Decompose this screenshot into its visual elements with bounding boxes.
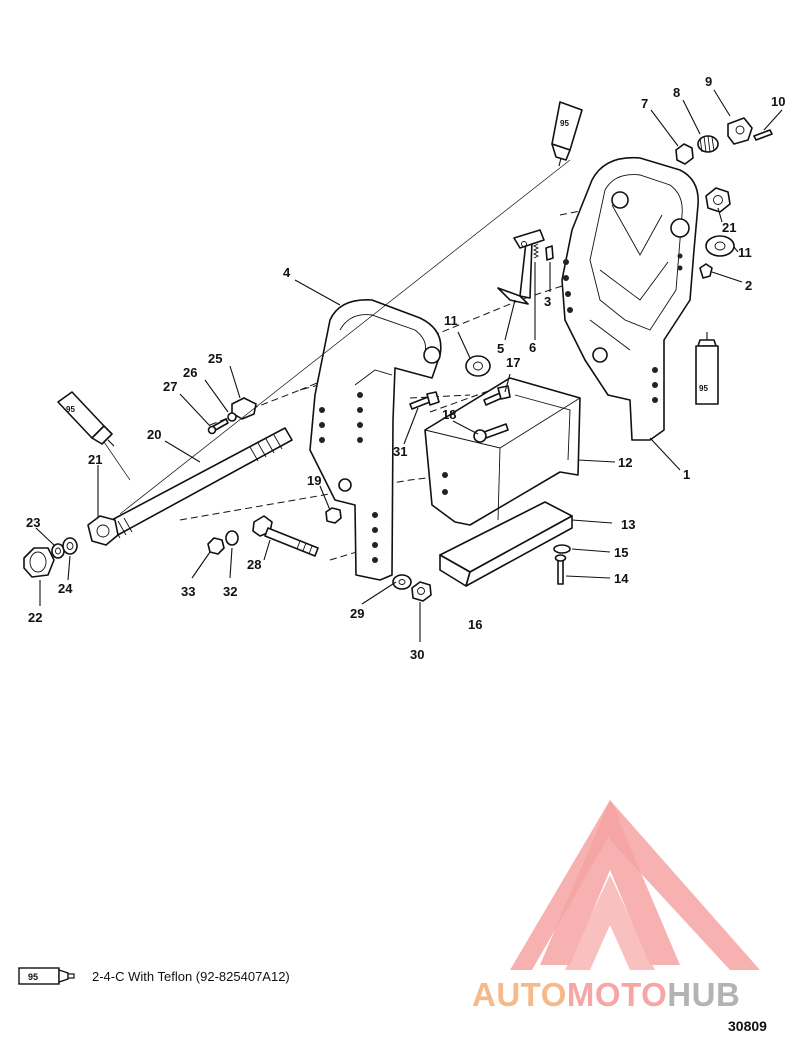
callout-2: 2 [745,278,752,293]
washer-23 [51,543,65,559]
watermark-auto: AUTO [472,976,567,1013]
tube-label: 95 [560,119,569,128]
nut-19 [325,507,342,524]
callout-1: 1 [683,467,690,482]
screw-14 [554,554,567,585]
washer-11-left [465,355,491,377]
callout-21-right: 21 [722,220,736,235]
callout-numbers: 1 2 3 4 5 6 7 8 9 10 11 11 12 13 14 15 1… [26,74,785,662]
callout-19: 19 [307,473,321,488]
grease-tube-right: 95 [695,332,719,405]
legend-text: 2-4-C With Teflon (92-825407A12) [92,968,290,984]
callout-29: 29 [350,606,364,621]
grease-tube-top: 95 [551,101,583,167]
figure-number: 30809 [728,1018,767,1034]
callout-21-left: 21 [88,452,102,467]
callout-16: 16 [468,617,482,632]
callout-10: 10 [771,94,785,109]
lever-5 [497,229,545,305]
screw-27 [207,418,229,435]
callout-31: 31 [393,444,407,459]
plate [439,501,573,587]
watermark-text: AUTOMOTOHUB [472,976,740,1014]
callout-30: 30 [410,647,424,662]
right-clamp-bracket [561,156,699,441]
callout-5: 5 [497,341,504,356]
spring-8 [697,135,719,153]
swivel-bracket-box [424,377,581,526]
callout-28: 28 [247,557,261,572]
callout-11-right: 11 [738,245,752,260]
spring-6 [532,243,540,259]
callout-26: 26 [183,365,197,380]
bushing-24 [62,537,78,555]
legend-tube-label: 95 [28,972,38,982]
tube-label: 95 [699,384,708,393]
legend: 95 2-4-C With Teflon (92-825407A12) [18,963,290,989]
callout-32: 32 [223,584,237,599]
washer-26 [227,412,237,422]
knob-9 [727,117,753,145]
bolt-31 [409,391,440,410]
bolt-28 [252,515,319,557]
callout-7: 7 [641,96,648,111]
callout-33: 33 [181,584,195,599]
pin-3 [545,245,554,261]
callout-20: 20 [147,427,161,442]
bolt-17 [483,385,511,406]
callout-23: 23 [26,515,40,530]
callout-9: 9 [705,74,712,89]
callout-14: 14 [614,571,629,586]
washer-15 [553,544,571,554]
callout-4: 4 [283,265,291,280]
callout-6: 6 [529,340,536,355]
callout-13: 13 [621,517,635,532]
callout-15: 15 [614,545,628,560]
pin-10 [753,129,773,141]
nut-33 [207,537,225,555]
callout-11-left: 11 [444,313,458,328]
watermark-moto: MOTO [566,976,668,1013]
callout-22: 22 [28,610,42,625]
nut-30 [411,581,432,602]
bushing-7 [675,143,694,165]
washer-11-right [705,235,735,257]
callout-27: 27 [163,379,177,394]
callout-17: 17 [506,355,520,370]
callout-12: 12 [618,455,632,470]
fitting-2 [699,263,713,279]
nut-21-right [705,187,731,213]
automotohub-logo-icon [510,800,760,970]
end-cap-nut [23,547,55,578]
washer-32 [225,530,239,546]
grease-tube-icon: 95 [18,967,75,985]
callout-24: 24 [58,581,73,596]
callout-25: 25 [208,351,222,366]
leader-lines [35,89,783,642]
grease-tube-left: 95 [57,391,115,447]
tube-nut-left [87,515,119,546]
left-clamp-bracket [309,299,442,581]
washer-29 [392,574,412,590]
callout-18: 18 [442,407,456,422]
callout-3: 3 [544,294,551,309]
watermark-hub: HUB [667,976,741,1013]
tube-label: 95 [66,405,75,414]
callout-8: 8 [673,85,680,100]
